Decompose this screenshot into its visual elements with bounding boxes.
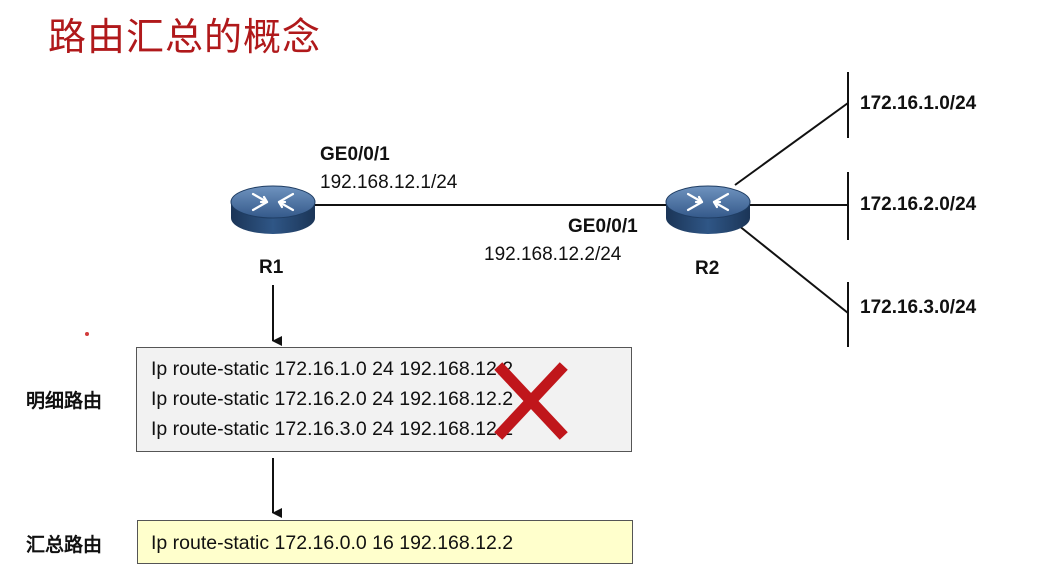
page-title: 路由汇总的概念 [48,15,322,59]
summary-route-box: Ip route-static 172.16.0.0 16 192.168.12… [137,520,633,564]
route-line: Ip route-static 172.16.2.0 24 192.168.12… [151,388,514,410]
network-label: 172.16.2.0/24 [860,194,977,215]
route-line: Ip route-static 172.16.3.0 24 192.168.12… [151,418,514,440]
detail-routes-label: 明细路由 [26,390,103,412]
cross-icon [494,362,568,440]
network-label: 172.16.1.0/24 [860,93,977,114]
router-icon [230,185,316,234]
r2-interface-label: GE0/0/1 [568,216,638,237]
route-line: Ip route-static 172.16.0.0 16 192.168.12… [151,532,514,554]
r1-ip-label: 192.168.12.1/24 [320,172,458,193]
route-line: Ip route-static 172.16.1.0 24 192.168.12… [151,358,514,380]
network-label: 172.16.3.0/24 [860,297,977,318]
red-dot [85,332,89,336]
router-icon [665,185,751,234]
detail-routes-box: Ip route-static 172.16.1.0 24 192.168.12… [136,347,632,452]
link-r2-net3 [737,224,849,314]
r2-ip-label: 192.168.12.2/24 [484,244,622,265]
r1-name: R1 [259,257,284,278]
summary-route-label: 汇总路由 [26,534,103,556]
r2-name: R2 [695,258,720,279]
link-r2-net1 [734,102,849,186]
r1-interface-label: GE0/0/1 [320,144,390,165]
